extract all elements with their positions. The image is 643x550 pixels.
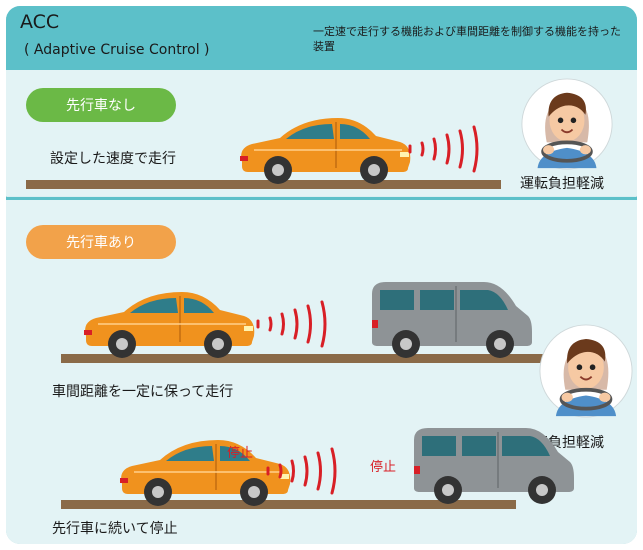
road-stopping [61,500,516,509]
sedan-car-icon [78,286,258,358]
badge-with-lead: 先行車あり [26,225,176,259]
driver-label-no-lead: 運転負担軽減 [520,176,604,192]
road-following [61,354,551,363]
radar-wave-icon [264,446,354,496]
page-title: ACC [20,11,60,33]
badge-no-lead: 先行車なし [26,88,176,122]
sedan-car-icon [234,112,414,184]
driver-illustration-icon [539,324,633,418]
caption-constant-speed: 設定した速度で走行 [50,151,176,167]
minivan-icon [406,422,576,504]
stop-label-lead-car: 停止 [370,460,397,475]
driver-illustration-icon [521,78,613,170]
radar-wave-icon [406,124,496,174]
caption-follow-stop: 先行車に続いて停止 [52,521,178,537]
road-no-lead [26,180,501,189]
acc-infographic: ACC ( Adaptive Cruise Control ) 一定速で走行する… [6,6,637,544]
header-band: ACC ( Adaptive Cruise Control ) 一定速で走行する… [6,6,637,70]
section-divider [6,197,637,200]
caption-keep-distance: 車間距離を一定に保って走行 [52,384,234,400]
page-subtitle: ( Adaptive Cruise Control ) [24,42,210,58]
minivan-icon [364,276,534,358]
stop-label-own-car: 停止 [227,446,254,461]
radar-wave-icon [254,299,344,349]
page-description: 一定速で走行する機能および車間距離を制御する機能を持った装置 [313,25,621,53]
